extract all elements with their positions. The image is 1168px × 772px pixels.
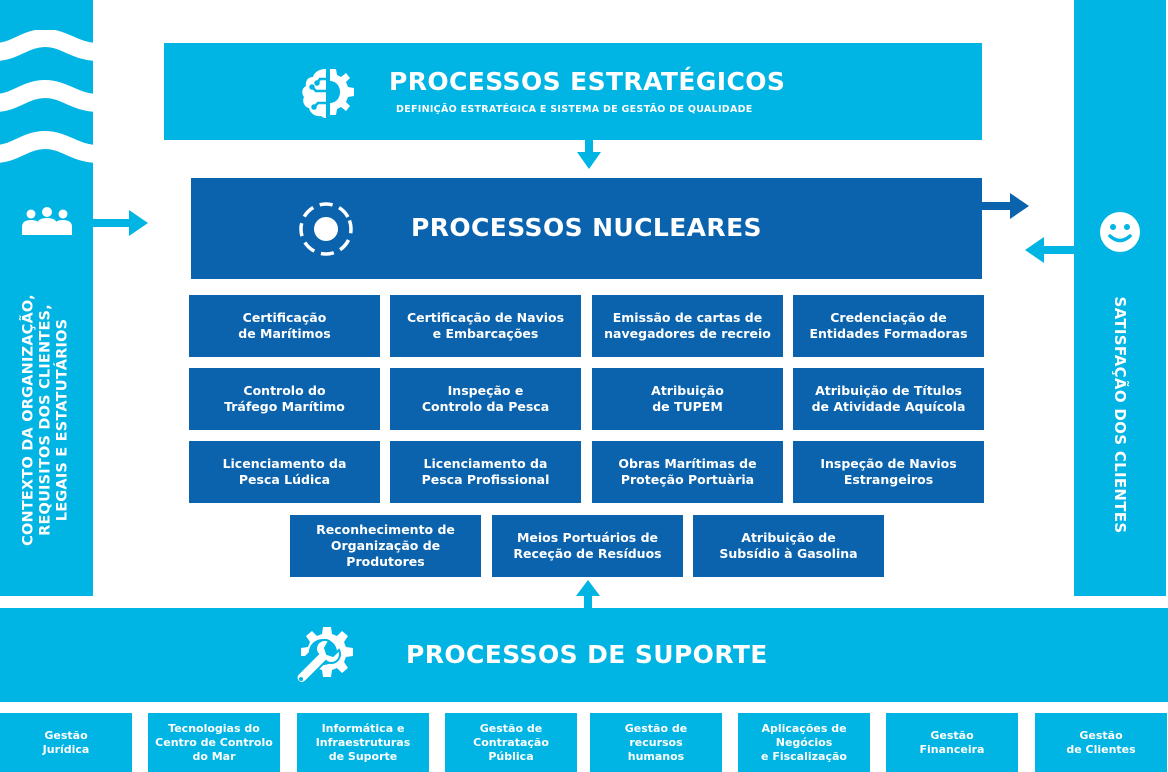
support-title: PROCESSOS DE SUPORTE [406, 640, 768, 669]
core-process-box: Reconhecimento de Organização de Produto… [290, 515, 481, 577]
satisfaction-panel: SATISFAÇÃO DOS CLIENTES [1074, 0, 1166, 596]
core-process-box: Controlo do Tráfego Marítimo [189, 368, 380, 430]
support-process-box: Gestão Financeira [886, 713, 1018, 772]
core-process-box: Licenciamento da Pesca Profissional [390, 441, 581, 503]
context-panel: CONTEXTO DA ORGANIZAÇÃO, REQUISITOS DOS … [0, 0, 93, 596]
wrench-gear-icon [295, 627, 353, 685]
strategic-title: PROCESSOS ESTRATÉGICOS [389, 67, 786, 96]
core-process-box: Licenciamento da Pesca Lúdica [189, 441, 380, 503]
support-process-box: Aplicações de Negócios e Fiscalização [738, 713, 870, 772]
support-to-core-arrow [575, 580, 601, 608]
support-processes-banner: PROCESSOS DE SUPORTE [0, 608, 1168, 702]
support-process-box: Gestão de recursos humanos [590, 713, 722, 772]
core-process-box: Atribuição de Subsídio à Gasolina [693, 515, 884, 577]
core-processes-banner: PROCESSOS NUCLEARES [191, 178, 982, 279]
core-process-box: Inspeção de Navios Estrangeiros [793, 441, 984, 503]
smiley-face-icon [1100, 212, 1140, 252]
strategic-processes-banner: PROCESSOS ESTRATÉGICOS DEFINIÇÃO ESTRATÉ… [164, 43, 982, 140]
strategic-to-core-arrow [576, 140, 602, 170]
target-circle-icon [299, 202, 353, 256]
core-process-box: Credenciação de Entidades Formadoras [793, 295, 984, 357]
core-process-box: Atribuição de TUPEM [592, 368, 783, 430]
brain-gear-icon [302, 69, 354, 118]
core-process-box: Certificação de Marítimos [189, 295, 380, 357]
core-process-box: Emissão de cartas de navegadores de recr… [592, 295, 783, 357]
context-label: CONTEXTO DA ORGANIZAÇÃO, REQUISITOS DOS … [20, 294, 71, 546]
strategic-subtitle: DEFINIÇÃO ESTRATÉGICA E SISTEMA DE GESTÃ… [396, 104, 753, 115]
core-process-box: Certificação de Navios e Embarcações [390, 295, 581, 357]
satisfaction-label: SATISFAÇÃO DOS CLIENTES [1111, 296, 1129, 534]
core-process-box: Atribuição de Títulos de Atividade Aquíc… [793, 368, 984, 430]
core-process-box: Obras Marítimas de Proteção Portuària [592, 441, 783, 503]
core-process-box: Inspeção e Controlo da Pesca [390, 368, 581, 430]
support-process-box: Informática e Infraestruturas de Suporte [297, 713, 429, 772]
waves-icon [0, 30, 93, 163]
people-group-icon [22, 207, 72, 235]
support-process-box: Gestão Jurídica [0, 713, 132, 772]
satisfaction-feedback-arrow [1024, 236, 1074, 264]
context-to-core-arrow [93, 209, 149, 237]
support-process-box: Gestão de Clientes [1035, 713, 1167, 772]
support-process-box: Gestão de Contratação Pública [445, 713, 577, 772]
core-to-satisfaction-arrow [982, 192, 1030, 220]
support-process-box: Tecnologias do Centro de Controlo do Mar [148, 713, 280, 772]
core-process-box: Meios Portuários de Receção de Resíduos [492, 515, 683, 577]
core-title: PROCESSOS NUCLEARES [411, 213, 762, 242]
